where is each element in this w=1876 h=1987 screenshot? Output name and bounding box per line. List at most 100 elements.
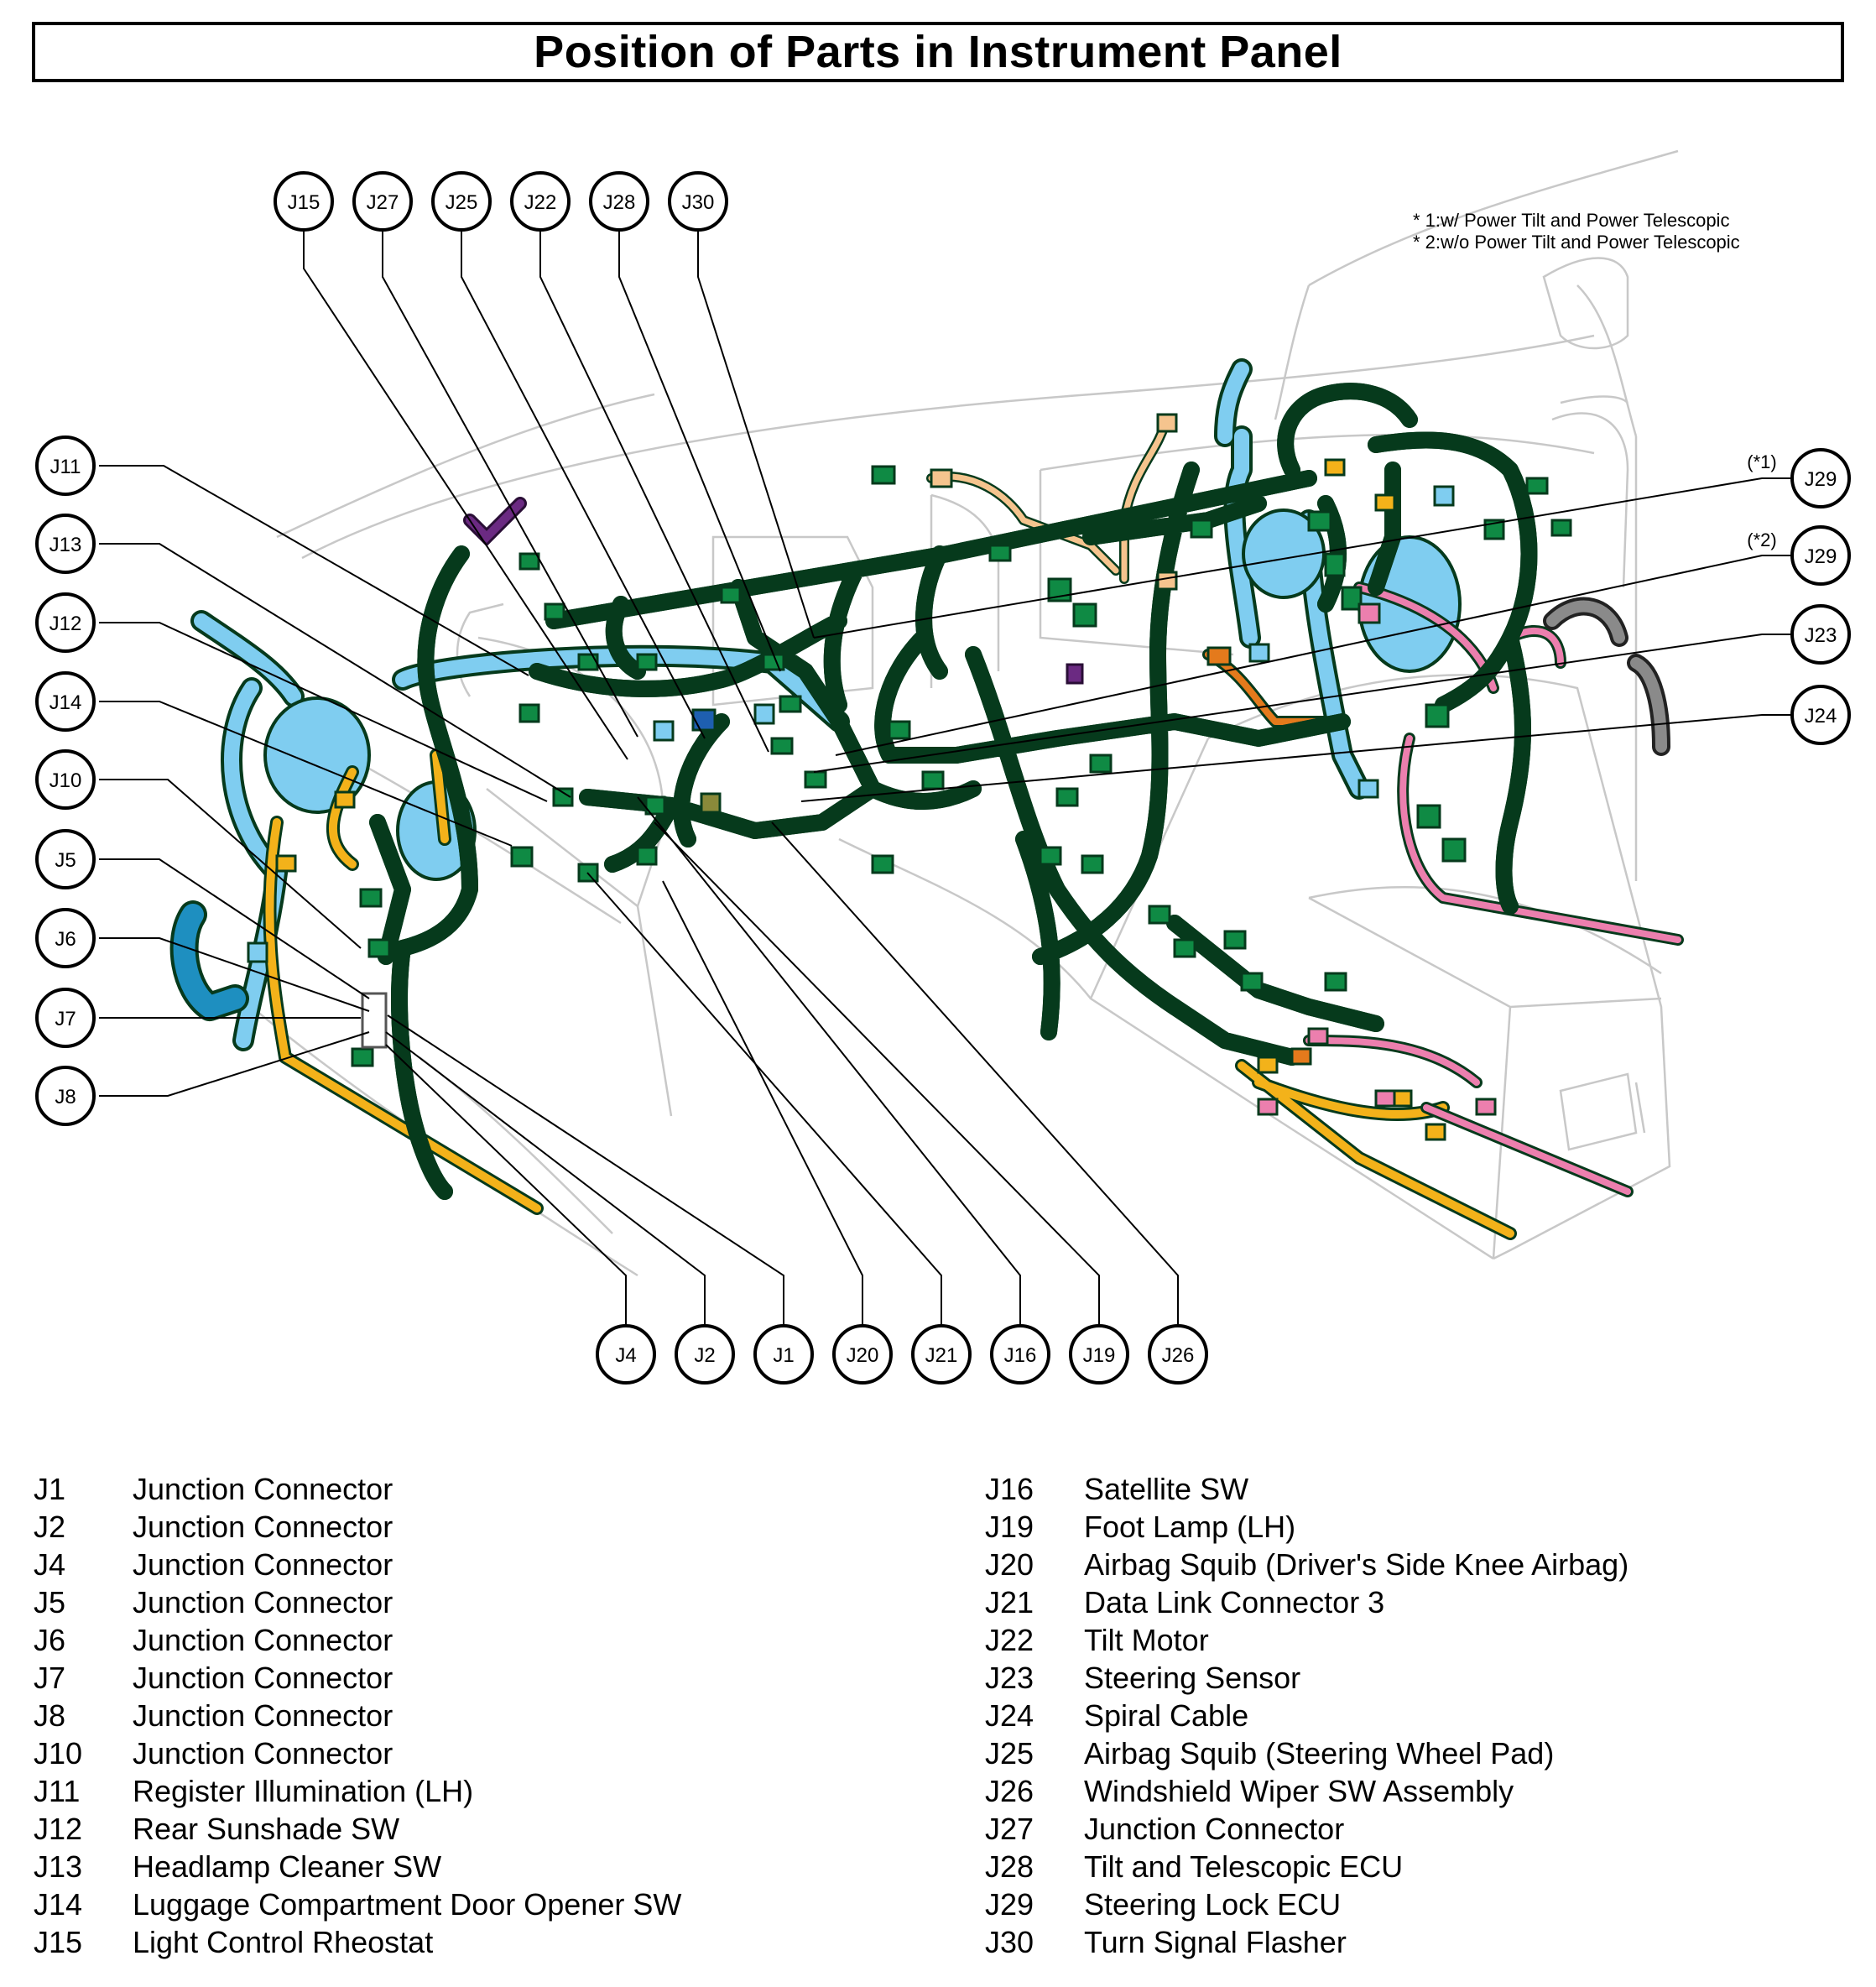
callouts-top: J15 J27 J25 J22 J28 J30 (274, 171, 728, 232)
callout-j8: J8 (35, 1066, 96, 1126)
svg-text:J29: J29 (1805, 545, 1837, 568)
svg-text:J5: J5 (55, 849, 76, 872)
instrument-panel-diagram: J15 J27 J25 J22 J28 J30 J11 J (35, 149, 1851, 1385)
callouts-bottom: J4 J2 J1 J20 J21 J16 J19 J26 (596, 1324, 1208, 1385)
callout-j29-no-power-tilt: J29 (1790, 525, 1851, 586)
callout-j15: J15 (274, 171, 334, 232)
callout-j19: J19 (1069, 1324, 1129, 1385)
callout-j2: J2 (675, 1324, 735, 1385)
svg-text:J30: J30 (682, 191, 715, 214)
svg-text:J20: J20 (847, 1344, 879, 1367)
svg-text:J22: J22 (524, 191, 557, 214)
callouts-left: J11 J13 J12 J14 J10 J5 J6 J7 (35, 435, 96, 1126)
leader-lines (99, 230, 1792, 1326)
callout-j1: J1 (753, 1324, 814, 1385)
purple-harness (463, 497, 1084, 685)
note-no-power-tilt: * 2:w/o Power Tilt and Power Telescopic (1413, 232, 1740, 253)
svg-text:J25: J25 (446, 191, 478, 214)
callout-j14: J14 (35, 671, 96, 732)
panel-outline (251, 149, 1679, 1277)
gray-harness (1543, 597, 1670, 756)
svg-text:J29: J29 (1805, 468, 1837, 491)
pink-harness (1303, 581, 1684, 1197)
svg-text:J27: J27 (367, 191, 399, 214)
svg-text:J13: J13 (50, 534, 82, 556)
callout-j27: J27 (352, 171, 413, 232)
callout-j30: J30 (668, 171, 728, 232)
svg-text:J16: J16 (1004, 1344, 1037, 1367)
tag-star-1: (*1) (1747, 451, 1776, 472)
callout-j23: J23 (1790, 604, 1851, 665)
callout-j22: J22 (510, 171, 571, 232)
callout-j25: J25 (431, 171, 492, 232)
callout-j16: J16 (990, 1324, 1050, 1385)
callout-j4: J4 (596, 1324, 656, 1385)
svg-text:J4: J4 (615, 1344, 636, 1367)
svg-text:J12: J12 (50, 613, 82, 635)
note-power-tilt: * 1:w/ Power Tilt and Power Telescopic (1413, 210, 1729, 231)
svg-text:J23: J23 (1805, 624, 1837, 647)
variant-notes: * 1:w/ Power Tilt and Power Telescopic *… (1413, 210, 1740, 253)
callouts-right: (*1) (*2) J29 J29 J23 J24 (1747, 448, 1851, 745)
callout-j11: J11 (35, 435, 96, 496)
svg-text:J10: J10 (50, 769, 82, 792)
connectors (247, 413, 1572, 1141)
svg-text:J7: J7 (55, 1008, 76, 1030)
callout-j12: J12 (35, 592, 96, 653)
callout-j13: J13 (35, 514, 96, 574)
callout-j24: J24 (1790, 685, 1851, 745)
callout-j28: J28 (589, 171, 649, 232)
callout-j6: J6 (35, 908, 96, 968)
svg-text:J6: J6 (55, 928, 76, 951)
svg-text:J26: J26 (1162, 1344, 1195, 1367)
tag-star-2: (*2) (1747, 529, 1776, 550)
callout-j21: J21 (911, 1324, 972, 1385)
svg-text:J1: J1 (773, 1344, 794, 1367)
svg-text:J28: J28 (603, 191, 636, 214)
svg-text:J8: J8 (55, 1086, 76, 1108)
callout-j5: J5 (35, 829, 96, 889)
callout-j10: J10 (35, 749, 96, 810)
callout-j7: J7 (35, 988, 96, 1048)
svg-text:J11: J11 (50, 456, 81, 478)
svg-text:J24: J24 (1805, 705, 1837, 728)
orange-harness (263, 649, 1517, 1240)
title-box: Position of Parts in Instrument Panel (32, 22, 1844, 82)
callout-j26: J26 (1148, 1324, 1208, 1385)
svg-text:J15: J15 (288, 191, 320, 214)
svg-text:J19: J19 (1083, 1344, 1116, 1367)
svg-text:J14: J14 (50, 691, 82, 714)
callout-j29-power-tilt: J29 (1790, 448, 1851, 508)
page-title: Position of Parts in Instrument Panel (534, 27, 1342, 77)
callout-j20: J20 (832, 1324, 893, 1385)
svg-text:J21: J21 (925, 1344, 958, 1367)
svg-text:J2: J2 (694, 1344, 715, 1367)
